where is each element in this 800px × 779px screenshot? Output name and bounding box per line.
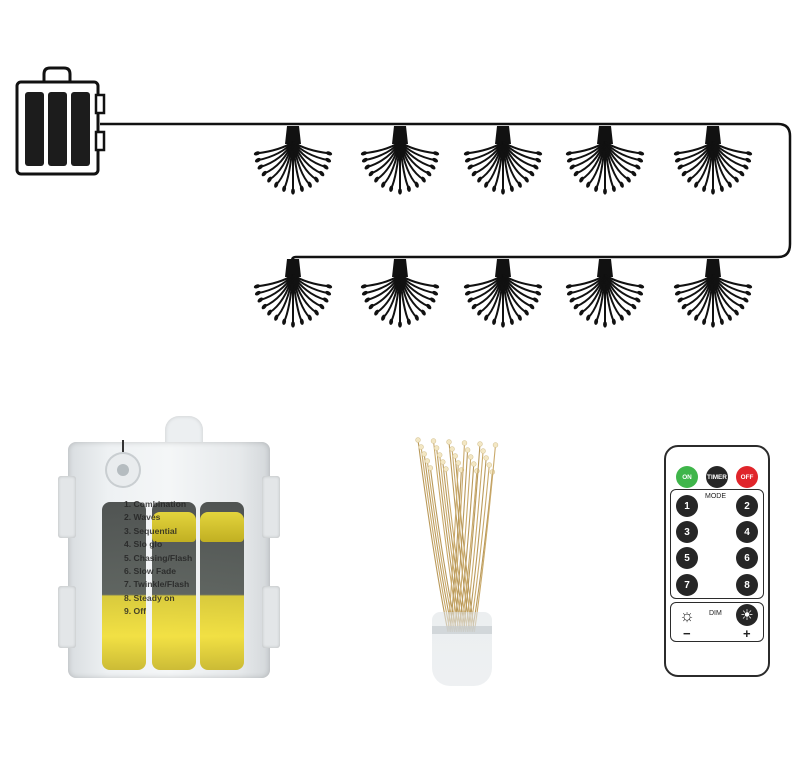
mode-button-2[interactable]: 2 (736, 495, 758, 517)
dim-up-sun-icon[interactable]: ☀ (736, 604, 758, 626)
on-button[interactable]: ON (676, 466, 698, 488)
dim-minus-label: − (683, 626, 691, 641)
firework-bulb-icon (253, 259, 333, 328)
string-wire (100, 122, 792, 262)
firework-bulb-icon (673, 126, 753, 195)
dim-down-sun-icon[interactable]: ☼ (679, 605, 695, 625)
firework-bulb-icon (360, 126, 440, 195)
dim-panel (670, 602, 764, 642)
power-wire (122, 440, 124, 462)
mode-button-1[interactable]: 1 (676, 495, 698, 517)
dim-label: DIM (709, 610, 722, 617)
firework-bulb-icon (565, 259, 645, 328)
mode-button-8[interactable]: 8 (736, 574, 758, 596)
mode-button-3[interactable]: 3 (676, 521, 698, 543)
bunch-holder-band (432, 626, 492, 634)
battery-cell (102, 502, 146, 670)
power-switch-icon[interactable] (105, 452, 141, 488)
firework-bulb-icon (673, 259, 753, 328)
mode-item: 5. Chasing/Flash (124, 552, 193, 563)
mode-label: MODE (705, 493, 726, 500)
mode-button-7[interactable]: 7 (676, 574, 698, 596)
off-button[interactable]: OFF (736, 466, 758, 488)
mode-item: 9. Off (124, 606, 146, 617)
mode-item: 2. Waves (124, 512, 161, 523)
mode-item: 1. Combination (124, 499, 187, 509)
copper-wire-bunch-icon (415, 437, 499, 633)
mode-item: 8. Steady on (124, 592, 175, 603)
battery-box-clip-left (58, 476, 76, 538)
mode-button-4[interactable]: 4 (736, 521, 758, 543)
mode-item: 7. Twinkle/Flash (124, 579, 190, 590)
bulbs-layer (253, 126, 753, 328)
firework-bulb-icon (463, 259, 543, 328)
firework-bulb-icon (463, 126, 543, 195)
battery-pack-icon (15, 66, 106, 176)
battery-cell-cap (200, 512, 244, 542)
dim-plus-label: + (743, 626, 751, 641)
firework-bulb-icon (253, 126, 333, 195)
mode-item: 4. Slo glo (124, 539, 163, 550)
firework-bulb-icon (360, 259, 440, 328)
timer-button[interactable]: TIMER (706, 466, 728, 488)
mode-list: 1. Combination 2. Waves 3. Sequential 4.… (124, 498, 220, 619)
battery-cell-cap (152, 512, 196, 542)
mode-button-6[interactable]: 6 (736, 547, 758, 569)
mode-button-5[interactable]: 5 (676, 547, 698, 569)
mode-item: 6. Slow Fade (124, 566, 177, 577)
battery-box-clip-right (262, 476, 280, 538)
firework-bulb-icon (565, 126, 645, 195)
battery-box-clip-right (262, 586, 280, 648)
mode-panel (670, 489, 764, 599)
bunch-holder (432, 612, 492, 686)
mode-item: 3. Sequential (124, 525, 178, 536)
battery-box-clip-left (58, 586, 76, 648)
